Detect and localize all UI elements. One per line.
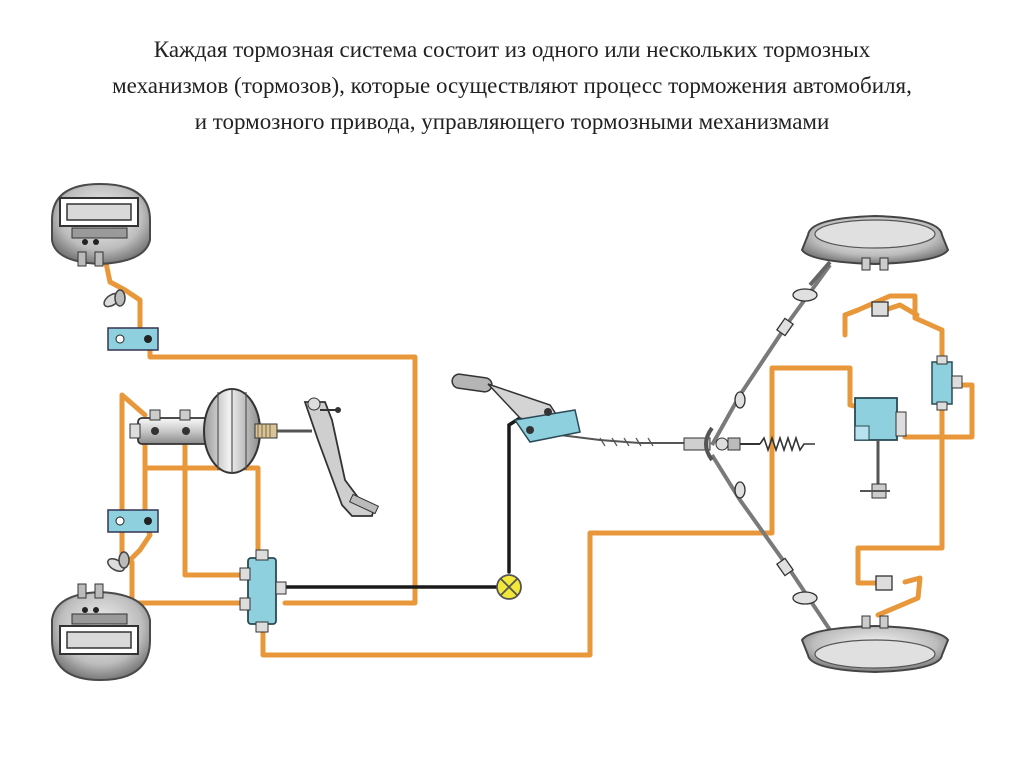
brake-lines [102,255,975,658]
regulator-to-right [902,382,975,440]
master-cylinder [129,409,209,445]
master-cylinder-outlet-1 [142,439,261,561]
right-vertical-line [842,293,945,368]
vacuum-booster [203,388,312,474]
front-left-lower-line [122,467,153,568]
front-left-upper-bracket [107,327,159,351]
title-line-3: и тормозного привода, управляющего тормо… [194,109,830,134]
rear-right-lower-brake [800,615,950,674]
rear-right-upper-brake [800,214,950,287]
front-left-upper-hose [102,255,143,343]
parking-brake-lever [451,373,581,443]
pressure-regulator [854,397,907,499]
front-left-lower-bracket [107,509,159,533]
master-cylinder-outlet-2 [182,439,248,578]
title-line-2: механизмов (тормозов), которые осуществл… [112,73,912,98]
right-upper-hose [882,302,920,318]
front-left-lower-brake [51,583,151,682]
brake-tee-distributor [239,549,287,633]
page-title: Каждая тормозная система состоит из одно… [0,32,1024,140]
rear-right-tee [931,355,963,411]
parking-brake-lever-icon [451,373,493,393]
front-left-lower-hose-fitting [107,551,130,572]
right-lower-hose [875,575,923,618]
title-line-1: Каждая тормозная система состоит из одно… [153,37,871,62]
front-left-upper-hose-fitting [103,289,126,308]
return-spring [759,435,815,453]
front-left-upper-brake [51,182,151,267]
rear-hose-fittings [871,301,893,591]
right-lower-line [855,397,945,586]
master-cylinder-icon [137,417,209,445]
warning-lamp [496,574,522,600]
rear-cable-fittings [734,288,818,605]
rear-main-line [260,365,865,658]
brake-pedal [303,397,380,517]
lamp-wire-vertical [507,416,522,574]
front-upper-line [147,337,418,606]
cable-equalizer [683,426,760,462]
parking-cable [559,434,690,447]
